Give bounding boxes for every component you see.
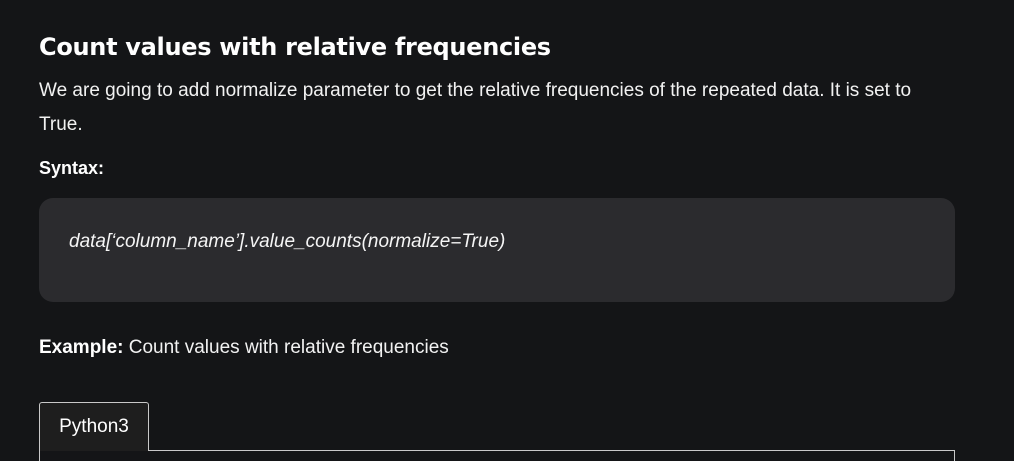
example-text: Count values with relative frequencies xyxy=(123,337,449,358)
syntax-label: Syntax: xyxy=(39,158,105,178)
code-tabs-divider xyxy=(39,450,955,451)
section-description: We are going to add normalize parameter … xyxy=(39,80,912,135)
tab-python3[interactable]: Python3 xyxy=(39,402,149,451)
example-label: Example: xyxy=(39,337,124,358)
code-panel-right-border xyxy=(954,450,955,461)
syntax-code: data[‘column_name’].value_counts(normali… xyxy=(69,231,506,252)
syntax-code-block: data[‘column_name’].value_counts(normali… xyxy=(39,198,955,302)
code-panel-left-border xyxy=(39,450,40,461)
example-line: Example: Count values with relative freq… xyxy=(39,337,449,359)
section-heading: Count values with relative frequencies xyxy=(39,33,551,61)
